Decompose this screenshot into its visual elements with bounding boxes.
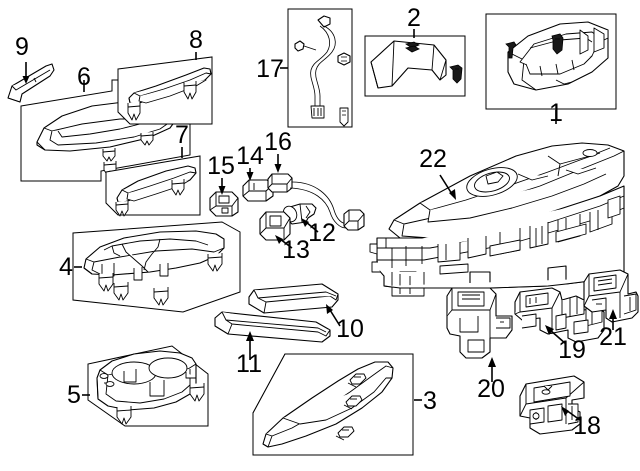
callout-number-6: 6 — [77, 63, 91, 91]
part-console-main-body[interactable] — [369, 142, 625, 297]
part-bracket-panel[interactable] — [370, 40, 463, 89]
callout-leader-15 — [218, 178, 226, 195]
callout-leader-20 — [488, 357, 496, 382]
part-harness-connector[interactable] — [267, 173, 365, 231]
part-end-cap-cover[interactable] — [7, 63, 55, 103]
part-aux-switch[interactable] — [583, 269, 639, 323]
callout-number-17: 17 — [256, 55, 284, 83]
part-console-upper-panel[interactable] — [83, 230, 225, 306]
part-tray-mat-lower[interactable] — [214, 311, 331, 343]
callout-leader-21 — [609, 309, 617, 330]
callout-leader-19 — [545, 325, 567, 345]
callout-number-15: 15 — [207, 152, 235, 180]
callout-number-9: 9 — [15, 33, 29, 61]
part-cup-holder-assembly[interactable] — [96, 350, 205, 425]
callout-number-12: 12 — [308, 219, 336, 247]
callout-number-19: 19 — [558, 336, 586, 364]
callout-number-3: 3 — [423, 387, 437, 415]
callout-leader-13 — [275, 235, 293, 249]
callout-number-20: 20 — [477, 375, 505, 403]
callout-leader-18 — [561, 406, 581, 421]
callout-leader-11 — [246, 331, 254, 360]
part-vsa-off-switch[interactable] — [446, 287, 513, 359]
callout-number-13: 13 — [282, 236, 310, 264]
callout-number-1: 1 — [549, 99, 563, 127]
callout-number-11: 11 — [236, 350, 262, 378]
part-control-unit-module[interactable] — [505, 21, 609, 91]
callout-number-16: 16 — [264, 128, 292, 156]
part-console-front-trim[interactable] — [127, 67, 212, 121]
callout-number-18: 18 — [573, 412, 601, 440]
callout-number-2: 2 — [407, 4, 421, 32]
part-power-outlet-switch[interactable] — [519, 375, 585, 435]
part-console-rear-trim[interactable] — [115, 165, 197, 217]
part-tray-mat-upper[interactable] — [248, 283, 339, 314]
part-heated-seat-switch-dual[interactable] — [514, 287, 605, 343]
callout-leader-10 — [326, 304, 341, 327]
callout-leader-22 — [439, 174, 456, 200]
callout-leader-16 — [274, 154, 282, 173]
callout-number-7: 7 — [175, 121, 189, 149]
callout-number-5: 5 — [67, 381, 81, 409]
part-relay-block[interactable] — [209, 191, 239, 217]
callout-number-14: 14 — [236, 142, 264, 170]
part-side-garnish-trim[interactable] — [262, 361, 394, 448]
part-wire-harness-sub-cord[interactable] — [294, 15, 351, 127]
callout-number-22: 22 — [419, 145, 447, 173]
callout-leader-14 — [246, 168, 254, 181]
callout-number-4: 4 — [59, 253, 73, 281]
callout-number-8: 8 — [189, 26, 203, 54]
part-connector-clip-b[interactable] — [259, 211, 291, 241]
callout-number-10: 10 — [336, 315, 364, 343]
callout-leader-12 — [301, 218, 319, 233]
callout-number-21: 21 — [599, 323, 627, 351]
callout-leader-9 — [22, 62, 30, 84]
